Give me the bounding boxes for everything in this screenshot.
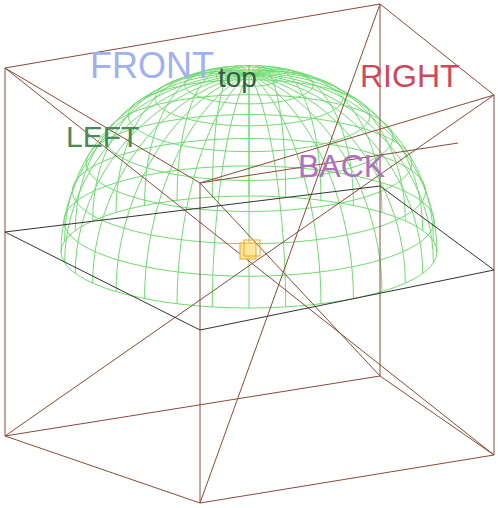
middle-plane — [5, 186, 494, 330]
back-label: BACK — [298, 150, 385, 182]
cube-edges — [5, 4, 494, 503]
top-label: top — [218, 64, 257, 92]
center-cube — [240, 240, 260, 259]
right-label: RIGHT — [360, 60, 460, 92]
left-label: LEFT — [66, 122, 139, 152]
front-label: FRONT — [90, 48, 214, 84]
